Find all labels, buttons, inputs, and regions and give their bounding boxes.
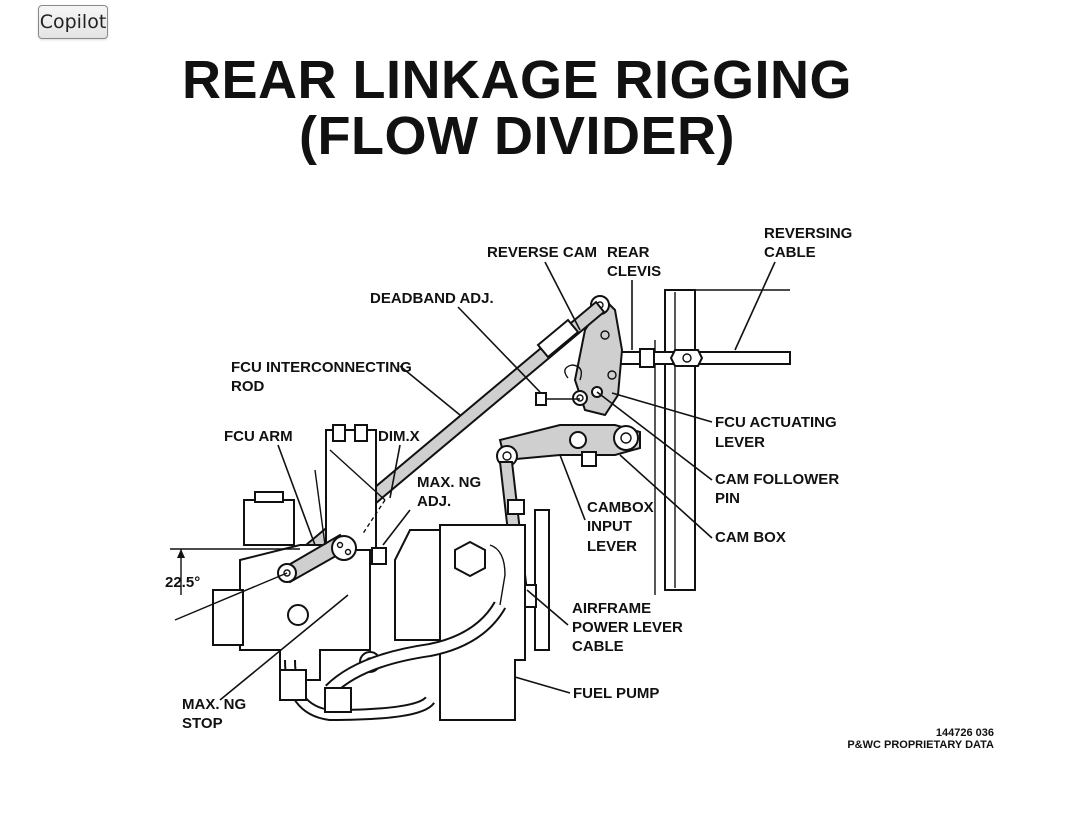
leader-lines xyxy=(219,261,776,701)
label-cambox-input-lever-1: CAMBOX xyxy=(587,499,654,516)
label-max-ng-stop-1: MAX. NG xyxy=(182,696,246,713)
label-airframe-power-lever-cable-2: POWER LEVER xyxy=(572,619,683,636)
cam-box xyxy=(496,424,641,467)
label-reversing-cable-1: REVERSING xyxy=(764,225,852,242)
label-reverse-cam: REVERSE CAM xyxy=(487,244,597,261)
label-angle: 22.5° xyxy=(165,574,200,591)
label-cambox-input-lever-2: INPUT xyxy=(587,518,632,535)
label-cam-follower-pin-1: CAM FOLLOWER xyxy=(715,471,839,488)
label-fcu-arm: FCU ARM xyxy=(224,428,293,445)
label-airframe-power-lever-cable-3: CABLE xyxy=(572,638,624,655)
angle-indicator xyxy=(170,548,300,621)
label-cambox-input-lever-3: LEVER xyxy=(587,538,637,555)
label-max-ng-stop-2: STOP xyxy=(182,715,223,732)
label-fcu-actuating-lever-1: FCU ACTUATING xyxy=(715,414,837,431)
label-cam-box: CAM BOX xyxy=(715,529,786,546)
fuel-pump-body xyxy=(394,524,526,721)
label-max-ng-adj-1: MAX. NG xyxy=(417,474,481,491)
label-deadband-adj: DEADBAND ADJ. xyxy=(370,290,494,307)
copilot-button[interactable]: Copilot xyxy=(38,5,108,39)
fcu-arm xyxy=(277,449,387,584)
deadband-adjuster xyxy=(535,392,580,406)
label-rear-clevis-1: REAR xyxy=(607,244,650,261)
label-airframe-power-lever-cable-1: AIRFRAME xyxy=(572,600,651,617)
fuel-hoses xyxy=(279,601,507,722)
figure-reference-number: 144726 036 xyxy=(936,727,994,739)
label-rear-clevis-2: CLEVIS xyxy=(607,263,661,280)
label-max-ng-adj-2: ADJ. xyxy=(417,493,451,510)
diagram-title-line-2: (FLOW DIVIDER) xyxy=(299,106,735,166)
label-cam-follower-pin-2: PIN xyxy=(715,490,740,507)
proprietary-notice: P&WC PROPRIETARY DATA xyxy=(847,739,994,751)
label-reversing-cable-2: CABLE xyxy=(764,244,816,261)
reversing-cable xyxy=(619,348,791,368)
label-fcu-interconnecting-rod-2: ROD xyxy=(231,378,265,395)
diagram-title-line-1: REAR LINKAGE RIGGING xyxy=(181,50,853,110)
label-fcu-interconnecting-rod-1: FCU INTERCONNECTING xyxy=(231,359,412,376)
airframe-bulkhead xyxy=(534,289,790,651)
label-fcu-actuating-lever-2: LEVER xyxy=(715,434,765,451)
label-dim-x: DIM.X xyxy=(378,428,420,445)
label-fuel-pump: FUEL PUMP xyxy=(573,685,659,702)
